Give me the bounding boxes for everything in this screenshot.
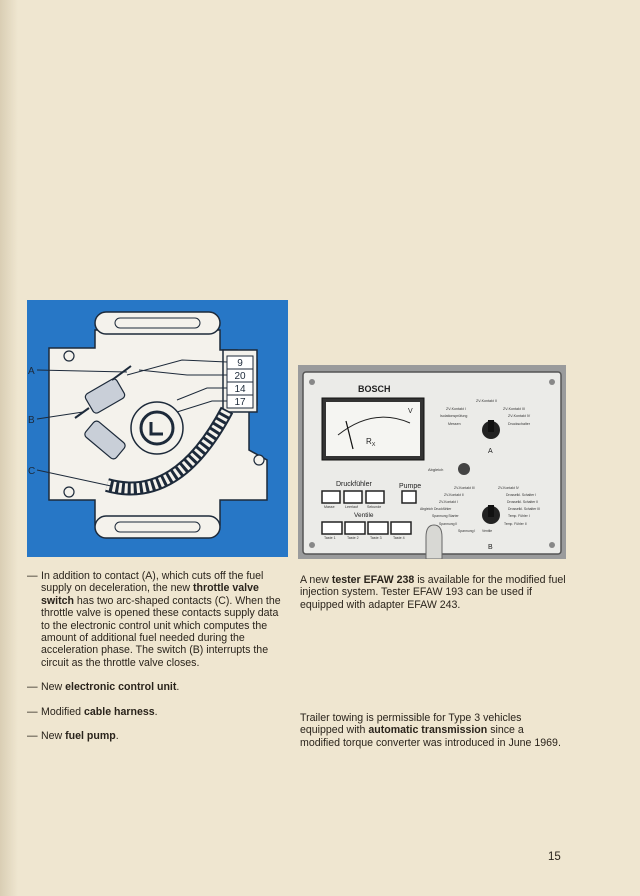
callout-a: A [28,366,35,377]
tester-paragraph: A new tester EFAW 238 is available for t… [300,574,566,611]
item-text: . [115,730,119,743]
switch-b-option: Spannung I [458,529,475,533]
switch-a-option: ZV-Kontakt IV [508,414,531,418]
meter-rx-label: RX [366,437,376,448]
item-text: . [176,681,180,694]
druckfuhler-label: Druckfühler [336,481,372,488]
pumpe-label: Pumpe [399,483,421,490]
paragraph-bold-term: automatic transmission [368,724,488,737]
switch-a-option: ZV-Kontakt II [476,399,497,403]
item-text: New [41,681,66,694]
switch-b-option: ZV-Kontakt II [444,493,464,497]
paragraph-text: is available for the modified fuel injec… [300,574,566,611]
right-text-column: A new tester EFAW 238 is available for t… [300,574,566,749]
paragraph-text: since a modified torque converter was in… [300,724,561,749]
abgleich-label: Abgleich [428,467,443,472]
item-bold-term: electronic control unit [65,681,177,694]
item-text: has two arc-shaped contacts (C). When th… [41,594,281,669]
ventile-button-label: Taste 3 [370,536,382,540]
bosch-logo: BOSCH [358,384,391,394]
page-spine-shadow [0,0,18,896]
paragraph-text: Trailer towing is permissible for Type 3… [300,712,522,737]
item-bold-term: cable harness [84,705,155,718]
ventile-button-label: Taste 4 [393,536,405,540]
paragraph-bold-term: tester EFAW 238 [331,574,415,586]
trailer-towing-paragraph: Trailer towing is permissible for Type 3… [300,712,566,749]
list-dash: — [27,570,38,582]
terminal-17-label: 17 [234,397,246,408]
terminal-14-label: 14 [234,384,246,395]
ventile-label: Ventile [354,512,374,519]
paragraph-text: A new [300,574,332,586]
item-bold-term: fuel pump [65,730,116,743]
switch-a-option: Messen [448,422,461,426]
list-dash: — [27,705,38,718]
switch-b-option: Drosselkl. Schalter II [507,500,538,504]
list-item: — Modified cable harness. [27,706,289,718]
left-text-column: — In addition to contact (A), which cuts… [27,570,289,754]
list-item: — In addition to contact (A), which cuts… [27,570,289,669]
list-item: — New electronic control unit. [27,681,289,693]
switch-b-option: ZV-Kontakt I [439,500,458,504]
page-number: 15 [548,851,561,863]
tester-efaw-238-photo: BOSCH V RX A ZV-Kontakt II ZV-Kontakt I … [298,365,566,559]
switch-b-option: Abgleich Druckfühler [420,507,452,511]
switch-a-option: Druckschalter [508,422,531,426]
switch-a-label: A [488,448,493,455]
druck-button-label: Masse [324,505,335,509]
terminal-20-label: 20 [234,371,246,382]
callout-c: C [28,466,35,477]
item-text: New [41,730,66,743]
item-text: Modified [41,705,84,718]
callout-b: B [28,415,35,426]
switch-b-option: Drosselkl. Schalter I [506,493,536,497]
ventile-button-label: Taste 2 [347,536,359,540]
switch-a-option: Isolationsprüfung [440,414,467,418]
switch-b-label: B [488,544,493,551]
switch-b-option: ZV-Kontakt III [454,486,475,490]
switch-b-option: Spannung Starter [432,514,459,518]
list-dash: — [27,681,38,694]
terminal-9-label: 9 [237,358,243,369]
druck-button-label: Leerlauf [345,505,358,509]
switch-b-option: Temp. Fühler I [508,514,530,518]
item-text: In addition to contact (A), which cuts o… [41,570,264,595]
meter-v-label: V [408,408,413,415]
switch-b-option: Drosselkl. Schalter III [508,507,540,511]
switch-a-option: ZV-Kontakt I [446,407,466,411]
list-item: — New fuel pump. [27,730,289,742]
switch-b-option: Temp. Fühler II [504,522,527,526]
switch-b-option: Ventile [482,529,492,533]
item-text: . [154,705,158,718]
druck-button-label: Sekunde [367,505,381,509]
throttle-valve-switch-diagram: 9 20 14 17 A B C [27,300,288,557]
list-dash: — [27,730,38,743]
ventile-button-label: Taste 1 [324,536,336,540]
switch-a-option: ZV-Kontakt III [503,407,525,411]
switch-b-option: ZV-Kontakt IV [498,486,520,490]
switch-b-option: Spannung II [439,522,457,526]
item-bold-term: throttle valve switch [41,582,259,607]
